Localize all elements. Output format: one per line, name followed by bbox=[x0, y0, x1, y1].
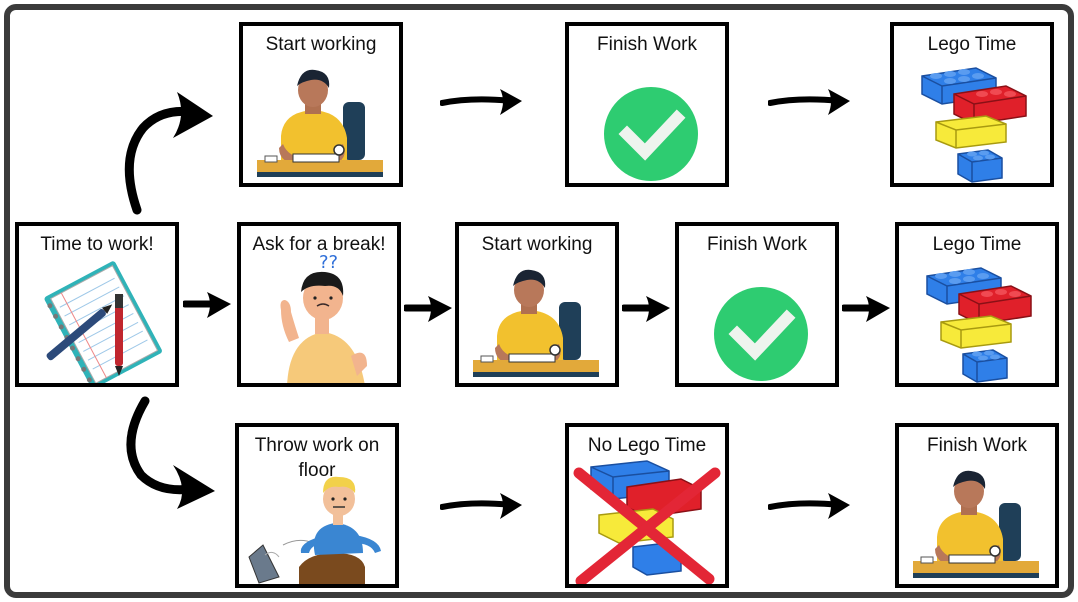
lego-bricks-crossed-out-illustration bbox=[573, 460, 721, 584]
green-check-icon bbox=[569, 26, 725, 183]
card-finish-work-bottom: Finish Work bbox=[895, 423, 1059, 588]
card-no-lego-time: No Lego Time bbox=[565, 423, 729, 588]
card-start-working-mid: Start working bbox=[455, 222, 619, 387]
card-lego-time-mid: Lego Time bbox=[895, 222, 1059, 387]
man-at-desk-illustration bbox=[468, 269, 600, 378]
card-finish-work-top: Finish Work bbox=[565, 22, 729, 187]
card-time-to-work: Time to work! bbox=[15, 222, 179, 387]
card-label: Finish Work bbox=[927, 435, 1027, 456]
child-throwing-illustration bbox=[248, 476, 381, 584]
card-label: Lego Time bbox=[927, 34, 1017, 55]
arrow-right-icon bbox=[622, 296, 670, 322]
arrow-right-icon bbox=[404, 296, 452, 322]
arrow-right-icon bbox=[440, 88, 526, 118]
man-at-desk-illustration bbox=[252, 69, 384, 178]
card-lego-time-top: Lego Time bbox=[890, 22, 1054, 187]
green-check-icon bbox=[679, 226, 835, 383]
card-label: No Lego Time bbox=[587, 435, 707, 456]
card-label: Start working bbox=[481, 234, 593, 255]
arrow-right-icon bbox=[768, 88, 854, 118]
card-start-working-top: Start working bbox=[239, 22, 403, 187]
card-label: Finish Work bbox=[707, 234, 807, 255]
arrow-right-icon bbox=[768, 492, 854, 522]
card-throw-work: Throw work on floor bbox=[235, 423, 399, 588]
man-at-desk-illustration bbox=[908, 470, 1040, 579]
lego-bricks-illustration bbox=[926, 267, 1032, 383]
curved-arrow-up-icon bbox=[124, 92, 213, 215]
lego-bricks-illustration bbox=[921, 67, 1027, 183]
child-asking-illustration bbox=[280, 271, 367, 383]
arrow-right-icon bbox=[842, 296, 890, 322]
card-label: Start working bbox=[265, 34, 377, 55]
card-label: Throw work on floor bbox=[254, 435, 380, 481]
card-label: Ask for a break! bbox=[252, 234, 386, 255]
arrow-right-icon bbox=[183, 292, 231, 318]
card-label: Lego Time bbox=[932, 234, 1022, 255]
card-ask-for-break: Ask for a break! ?? bbox=[237, 222, 401, 387]
question-marks: ?? bbox=[319, 252, 339, 273]
arrow-right-icon bbox=[440, 492, 526, 522]
card-label: Time to work! bbox=[40, 234, 154, 255]
curved-arrow-down-icon bbox=[126, 396, 215, 509]
card-finish-work-mid: Finish Work bbox=[675, 222, 839, 387]
notebook-pens-illustration bbox=[44, 261, 162, 383]
card-label: Finish Work bbox=[597, 34, 697, 55]
